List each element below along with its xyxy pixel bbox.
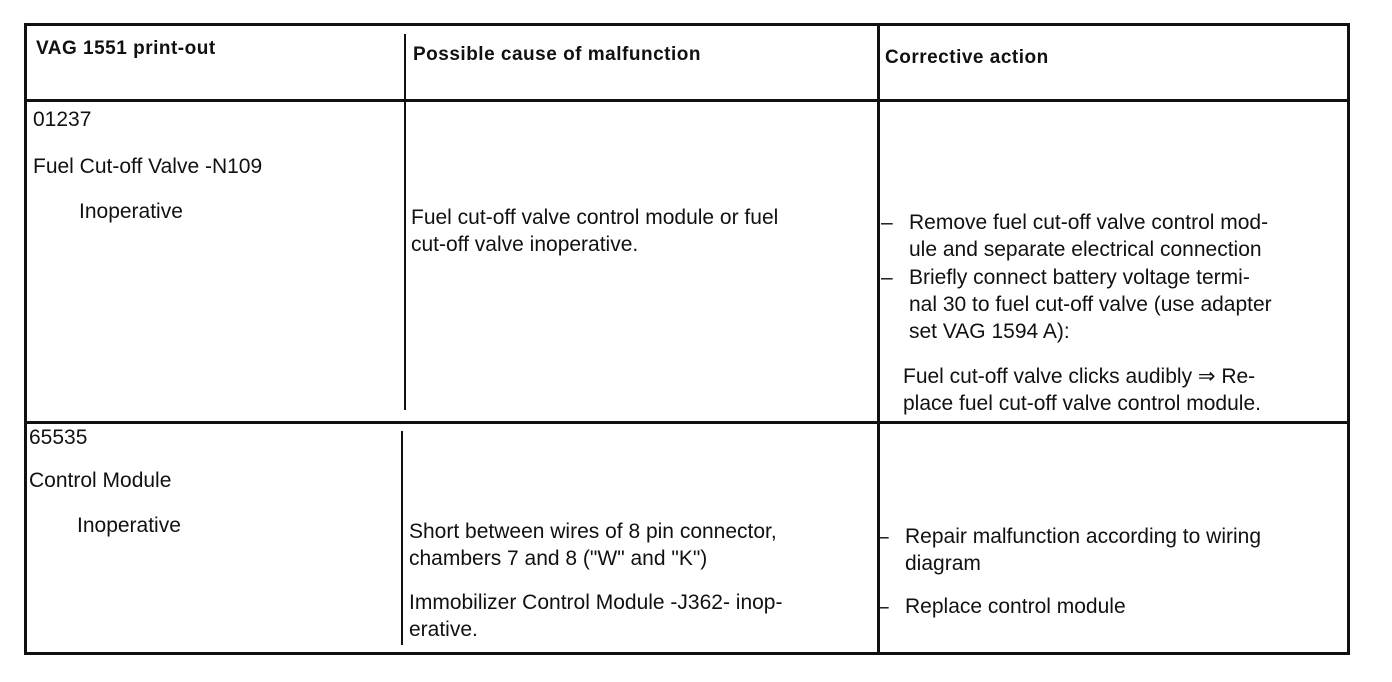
action-item: – Remove fuel cut-off valve control mod- [881,209,1269,236]
diagnostic-table: VAG 1551 print-out Possible cause of mal… [24,23,1350,655]
action-line: Replace control module [905,595,1126,618]
action-line: Repair malfunction according to wiring [905,525,1262,548]
dash-bullet: – [881,266,893,289]
header-printout: VAG 1551 print-out [36,38,216,59]
dash-bullet: – [881,211,893,234]
cause-line: Immobilizer Control Module -J362- inop- [409,591,783,614]
cause-line: cut-off valve inoperative. [411,233,639,256]
header-divider [27,99,1347,102]
header-action: Corrective action [885,47,1049,68]
fault-status: Inoperative [79,200,183,223]
fault-code: 01237 [33,108,92,131]
action-line: nal 30 to fuel cut-off valve (use adapte… [909,293,1272,316]
dash-bullet: – [877,525,889,548]
fault-code: 65535 [29,426,88,449]
row-divider [27,421,1347,424]
action-item: – Repair malfunction according to wiring [877,523,1262,550]
action-note: Fuel cut-off valve clicks audibly ⇒ Re- [903,365,1256,388]
action-item: – Replace control module [877,593,1126,620]
fault-component: Fuel Cut-off Valve -N109 [33,155,263,178]
cause-line: chambers 7 and 8 ("W" and "K") [409,547,708,570]
fault-component: Control Module [29,469,172,492]
action-line: Remove fuel cut-off valve control mod- [909,211,1269,234]
action-note: place fuel cut-off valve control module. [903,392,1261,415]
header-cause: Possible cause of malfunction [413,44,701,65]
column-divider-1-top [404,34,406,410]
cause-line: erative. [409,618,478,641]
action-line: Briefly connect battery voltage termi- [909,266,1250,289]
dash-bullet: – [877,595,889,618]
cause-line: Short between wires of 8 pin connector, [409,520,777,543]
column-divider-1-bottom [401,431,403,645]
cause-line: Fuel cut-off valve control module or fue… [411,206,779,229]
column-divider-2 [877,26,880,652]
action-line: set VAG 1594 A): [909,320,1070,343]
action-item: – Briefly connect battery voltage termi- [881,264,1250,291]
action-line: diagram [905,552,981,575]
fault-status: Inoperative [77,514,181,537]
action-line: ule and separate electrical connection [909,238,1262,261]
